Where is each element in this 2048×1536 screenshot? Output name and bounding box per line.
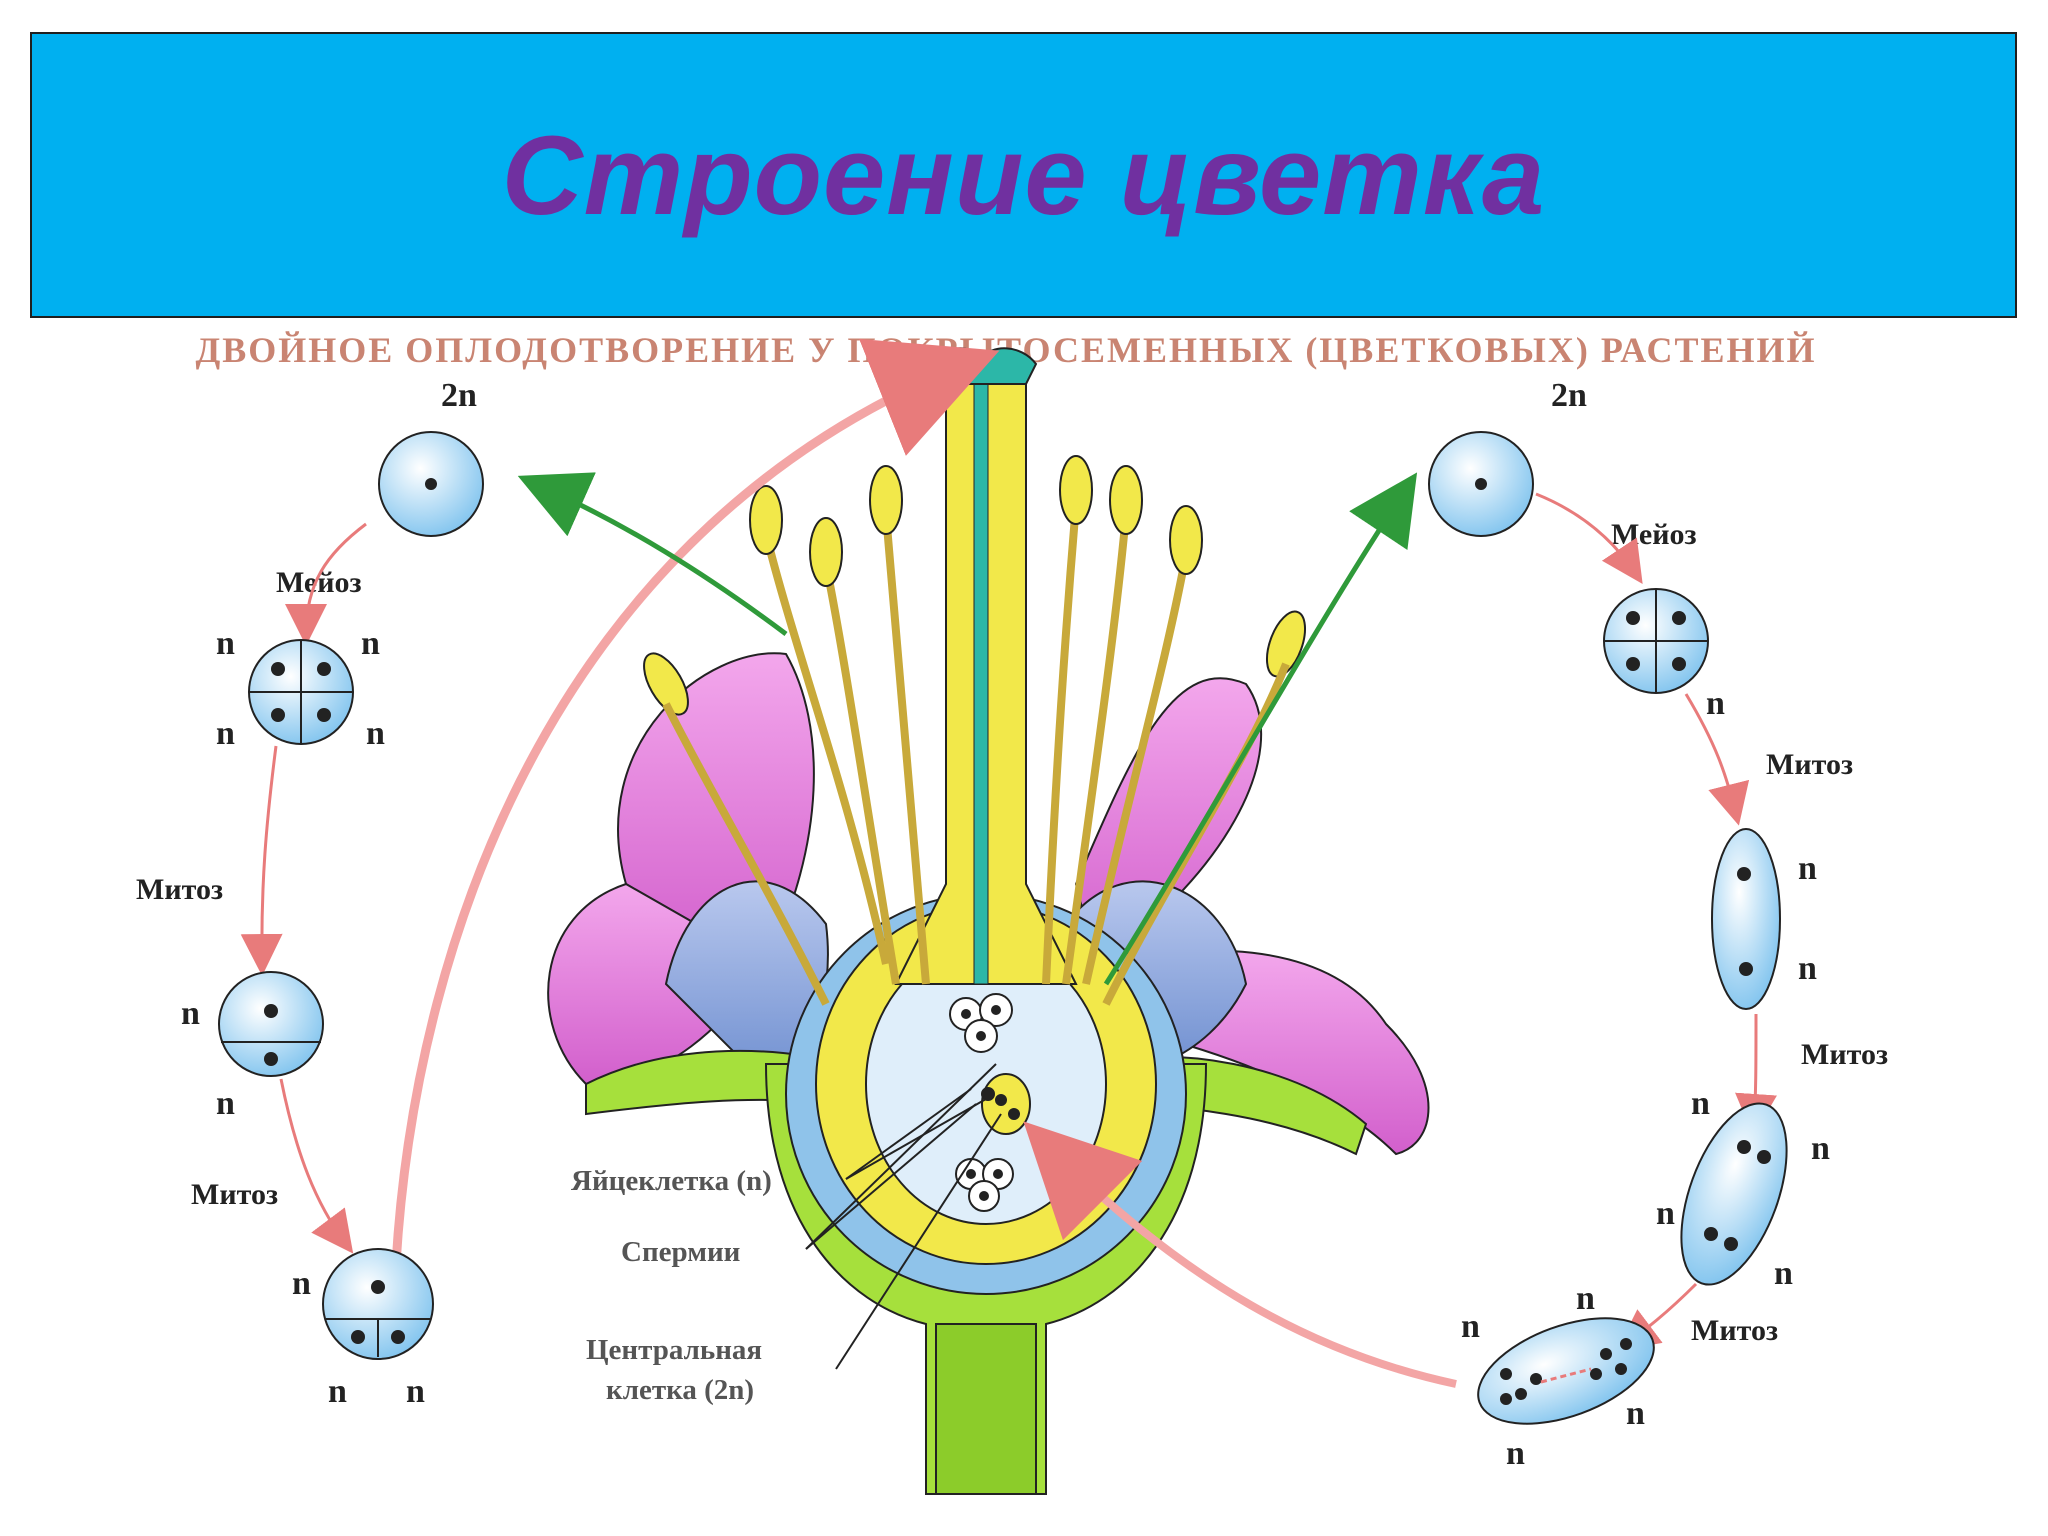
meiosis-label: Мейоз bbox=[276, 566, 362, 599]
pollen-development-chain: 2n Мейоз n n n n Митоз n n Митоз n n n bbox=[136, 377, 484, 1410]
ploidy-label: n bbox=[406, 1373, 425, 1410]
sperm-label: Спермии bbox=[621, 1236, 740, 1268]
mitosis-label: Митоз bbox=[136, 873, 223, 906]
central-cell-label-2: клетка (2n) bbox=[606, 1374, 754, 1406]
ploidy-label: n bbox=[1811, 1130, 1830, 1167]
central-cell-label-1: Центральная bbox=[586, 1334, 762, 1366]
ploidy-label: 2n bbox=[441, 377, 477, 414]
ploidy-label: n bbox=[1774, 1255, 1793, 1292]
ploidy-label: n bbox=[292, 1265, 311, 1302]
flower-stalk bbox=[935, 1323, 1037, 1495]
ploidy-label: n bbox=[1656, 1195, 1675, 1232]
ploidy-label: n bbox=[328, 1373, 347, 1410]
ploidy-label: n bbox=[1691, 1085, 1710, 1122]
arrow-to-ovule bbox=[1023, 1121, 1457, 1388]
ploidy-label: n bbox=[181, 995, 200, 1032]
ploidy-label: n bbox=[216, 625, 235, 662]
ploidy-label: n bbox=[1506, 1435, 1525, 1472]
embryo-sac bbox=[949, 993, 1031, 1212]
callouts: Яйцеклетка (n) Спермии Центральная клетк… bbox=[571, 1063, 1002, 1406]
mitosis-label: Митоз bbox=[1691, 1314, 1778, 1347]
stamens bbox=[643, 455, 1307, 1006]
ploidy-label: n bbox=[1798, 850, 1817, 887]
double-fertilization-diagram: ДВОЙНОЕ ОПЛОДОТВОРЕНИЕ У ПОКРЫТОСЕМЕННЫХ… bbox=[66, 324, 1946, 1514]
flower-illustration bbox=[547, 347, 1430, 1495]
ploidy-label: n bbox=[1626, 1395, 1645, 1432]
ploidy-label: 2n bbox=[1551, 377, 1587, 414]
meiosis-label: Мейоз bbox=[1611, 518, 1697, 551]
ploidy-label: n bbox=[216, 1085, 235, 1122]
slide-title: Строение цветка bbox=[501, 112, 1546, 238]
mitosis-label: Митоз bbox=[1766, 748, 1853, 781]
pollen-tube bbox=[973, 363, 989, 985]
arrow-anther-right bbox=[1103, 472, 1418, 986]
ploidy-label: n bbox=[1798, 950, 1817, 987]
mitosis-label: Митоз bbox=[1801, 1038, 1888, 1071]
ploidy-label: n bbox=[366, 715, 385, 752]
title-banner: Строение цветка bbox=[30, 32, 2017, 318]
arrow-to-stigma bbox=[391, 339, 1000, 1265]
embryo-sac-development-chain: 2n Мейоз n Митоз n n Митоз n n n n Митоз… bbox=[1428, 377, 1888, 1472]
ploidy-label: n bbox=[1706, 685, 1725, 722]
ploidy-label: n bbox=[1461, 1308, 1480, 1345]
egg-cell bbox=[981, 1073, 1031, 1135]
ploidy-label: n bbox=[216, 715, 235, 752]
arrow-anther-left bbox=[517, 472, 788, 637]
mitosis-label: Митоз bbox=[191, 1178, 278, 1211]
ploidy-label: n bbox=[361, 625, 380, 662]
egg-cell-label: Яйцеклетка (n) bbox=[571, 1165, 772, 1197]
ploidy-label: n bbox=[1576, 1280, 1595, 1317]
